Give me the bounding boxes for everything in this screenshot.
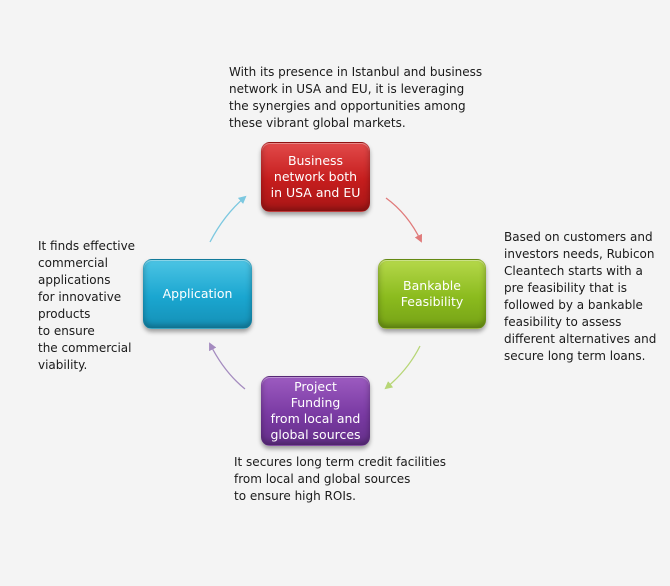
- description-application: It finds effective commercial applicatio…: [38, 239, 136, 372]
- node-bankable-feasibility-label: Bankable Feasibility: [400, 278, 464, 309]
- arrow-business-to-bankable: [385, 197, 422, 243]
- node-project-funding-label: Project Funding from local and global so…: [270, 379, 361, 442]
- arrow-bankable-to-funding: [384, 345, 421, 390]
- node-business-network: Business network both in USA and EU: [261, 142, 370, 212]
- description-bankable-feasibility: Based on customers and investors needs, …: [504, 230, 657, 363]
- description-project-funding: It secures long term credit facilities f…: [234, 455, 447, 503]
- node-application: Application: [143, 259, 252, 329]
- description-business-network: With its presence in Istanbul and busine…: [229, 65, 483, 130]
- node-business-network-label: Business network both in USA and EU: [270, 153, 361, 200]
- node-bankable-feasibility: Bankable Feasibility: [378, 259, 486, 329]
- node-application-label: Application: [162, 286, 233, 301]
- node-project-funding: Project Funding from local and global so…: [261, 376, 370, 446]
- arrow-funding-to-application: [209, 342, 246, 390]
- arrow-application-to-business: [209, 195, 247, 243]
